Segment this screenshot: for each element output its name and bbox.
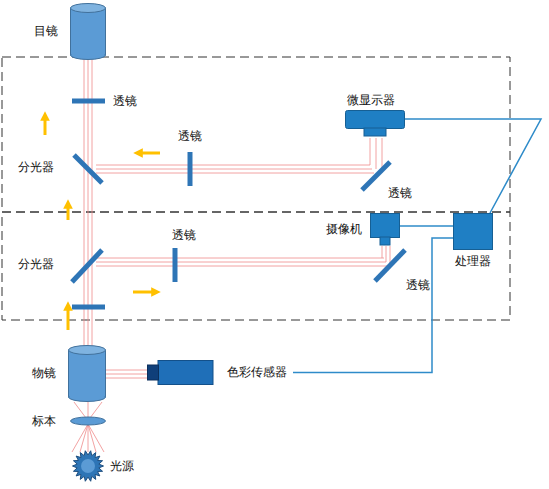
part-label: 透镜 — [406, 278, 430, 292]
processor: 处理器 — [453, 213, 493, 250]
node-label: 目镜 — [34, 24, 58, 38]
node-label: 物镜 — [32, 366, 56, 380]
part-label: 分光器 — [18, 160, 54, 174]
signal-wire — [293, 238, 453, 373]
signal-wire — [400, 225, 453, 227]
part-label: 透镜 — [388, 186, 412, 200]
direction-arrows — [45, 116, 160, 330]
signal-wire — [405, 119, 541, 213]
mirror — [375, 250, 405, 281]
lens — [188, 152, 193, 186]
optical-elements — [72, 101, 405, 307]
eyepiece: 目镜 — [70, 3, 106, 60]
node-label: 处理器 — [455, 254, 491, 268]
part-label: 分光器 — [18, 257, 54, 271]
beam-splitter — [74, 155, 102, 183]
node-label: 色彩传感器 — [227, 365, 287, 379]
dashed-region — [2, 212, 510, 320]
light-source: 光源 — [72, 450, 104, 482]
specimen: 标本 — [70, 416, 106, 426]
node-label: 光源 — [110, 459, 134, 473]
lens — [173, 248, 178, 282]
camera: 摄像机 — [370, 213, 400, 246]
micro-display-shape — [345, 110, 405, 137]
specimen-shape — [70, 416, 106, 426]
light-source-shape — [72, 450, 104, 482]
beam-splitter — [72, 250, 102, 282]
mirror — [362, 162, 390, 190]
color-sensor-shape — [147, 360, 213, 385]
camera-shape — [370, 213, 400, 246]
part-label: 透镜 — [113, 94, 137, 108]
lens — [72, 99, 105, 104]
light-rays — [72, 58, 390, 452]
eyepiece-shape — [70, 3, 106, 60]
lens — [72, 305, 105, 310]
objective: 物镜 — [68, 345, 106, 402]
micro-display: 微显示器 — [345, 110, 405, 137]
node-label: 微显示器 — [347, 93, 395, 107]
color-sensor: 色彩传感器 — [147, 360, 291, 385]
part-label: 透镜 — [178, 129, 202, 143]
objective-shape — [68, 345, 106, 402]
dashed-region — [2, 57, 510, 212]
node-label: 摄像机 — [326, 222, 362, 236]
part-label: 透镜 — [172, 228, 196, 242]
processor-shape — [453, 213, 493, 250]
node-label: 标本 — [32, 414, 56, 428]
